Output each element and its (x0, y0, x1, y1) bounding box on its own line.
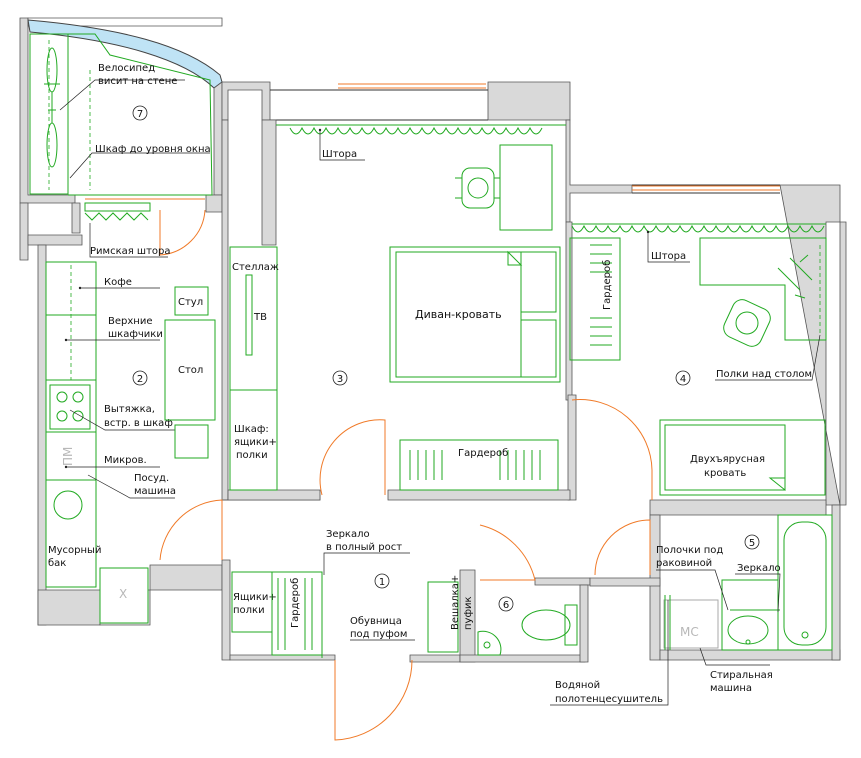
label-towel-dryer-1: Водяной (555, 680, 600, 691)
label-trash-2: бак (48, 558, 66, 569)
room-5-bath: МС Полочки под раковиной Зеркало Стираль… (550, 514, 833, 706)
windows (85, 83, 780, 200)
label-roman-blind: Римская штора (90, 246, 171, 257)
label-drawers-hall-1: Ящики+ (233, 592, 277, 603)
label-cabinet-3-1: Шкаф: (234, 424, 269, 435)
label-pm: ПМ (61, 447, 75, 466)
label-shoe-rack-1: Обувница (350, 616, 402, 627)
label-chair: Стул (178, 297, 203, 308)
label-hood-1: Вытяжка, (104, 404, 155, 415)
walls (19, 17, 847, 663)
label-shelving: Стеллаж (232, 262, 279, 273)
label-washing-machine-2: машина (710, 683, 752, 694)
label-sofa-bed: Диван-кровать (415, 308, 502, 321)
curtain-3: Штора (276, 124, 566, 161)
label-curtain-4: Штора (651, 251, 686, 262)
label-hanger-1: Вешалка+ (450, 575, 461, 630)
bicycle-icon (44, 47, 60, 168)
room-4-bedroom: Штора Гардероб Полки над столом Двухъяру… (569, 223, 827, 496)
room-2-kitchen: ПМ Кофе Верхние шкафчики Вытяжка, встр. … (45, 261, 216, 624)
label-sink-shelves-2: раковиной (656, 558, 712, 569)
label-bunk-bed-1: Двухъярусная (690, 454, 765, 465)
toilet-icon (521, 604, 578, 646)
room-number-3: 3 (337, 374, 343, 385)
label-curtain-3: Штора (322, 149, 357, 160)
label-table: Стол (178, 365, 203, 376)
label-bicycle-2: висит на стене (98, 76, 177, 87)
label-towel-dryer-2: полотенцесушитель (555, 694, 663, 705)
sink-icon (477, 630, 502, 656)
label-mirror-full-1: Зеркало (326, 529, 370, 540)
label-shelves-desk: Полки над столом (716, 369, 812, 380)
room-number-2: 2 (137, 374, 143, 385)
label-coffee: Кофе (104, 277, 132, 288)
label-hanger-2: пуфик (463, 596, 474, 630)
label-hood-2: встр. в шкаф (104, 418, 173, 429)
room-number-1: 1 (379, 577, 385, 588)
label-mirror-full-2: в полный рост (326, 542, 402, 553)
label-dishwasher-1: Посуд. (134, 473, 169, 484)
computer-icon (777, 254, 813, 299)
label-upper-cabinets-1: Верхние (108, 316, 152, 327)
label-bicycle-1: Велосипед (98, 63, 155, 74)
room-number-4: 4 (680, 374, 686, 385)
label-x: X (119, 587, 127, 601)
room-1-hallway: Ящики+ полки Гардероб Зеркало в полный р… (231, 529, 474, 658)
label-cabinet-3-3: полки (236, 450, 268, 461)
office-chair-icon-2 (723, 299, 771, 347)
room-6-wc: 6 (477, 596, 578, 656)
doors (159, 209, 653, 741)
label-drawers-hall-2: полки (233, 605, 265, 616)
label-upper-cabinets-2: шкафчики (108, 329, 163, 340)
label-wardrobe-hall: Гардероб (290, 578, 301, 628)
label-wardrobe-3: Гардероб (458, 448, 508, 459)
label-washing-machine-1: Стиральная (710, 670, 773, 681)
roman-blind: Римская штора (84, 202, 171, 258)
office-chair-icon (455, 167, 500, 209)
label-mc: МС (680, 625, 699, 639)
room-7-balcony: Велосипед висит на стене Шкаф до уровня … (29, 33, 213, 196)
room-number-5: 5 (749, 538, 755, 549)
label-trash-1: Мусорный (48, 545, 101, 556)
label-shoe-rack-2: под пуфом (350, 629, 407, 640)
room-number-6: 6 (503, 600, 509, 611)
label-sink-shelves-1: Полочки под (656, 545, 723, 556)
label-microwave: Микров. (104, 455, 147, 466)
label-cabinet-3-2: ящики+ (234, 437, 277, 448)
label-tv: ТВ (253, 312, 267, 323)
room-3-living: Штора Стеллаж ТВ Шкаф: ящики+ полки Дива… (229, 124, 566, 491)
label-wardrobe-4: Гардероб (602, 260, 613, 310)
label-mirror-bath: Зеркало (737, 563, 781, 574)
label-bunk-bed-2: кровать (704, 468, 746, 479)
label-dishwasher-2: машина (134, 486, 176, 497)
label-closet-window: Шкаф до уровня окна (95, 144, 211, 155)
room-number-7: 7 (137, 109, 143, 120)
curtain-4: Штора (571, 223, 826, 263)
